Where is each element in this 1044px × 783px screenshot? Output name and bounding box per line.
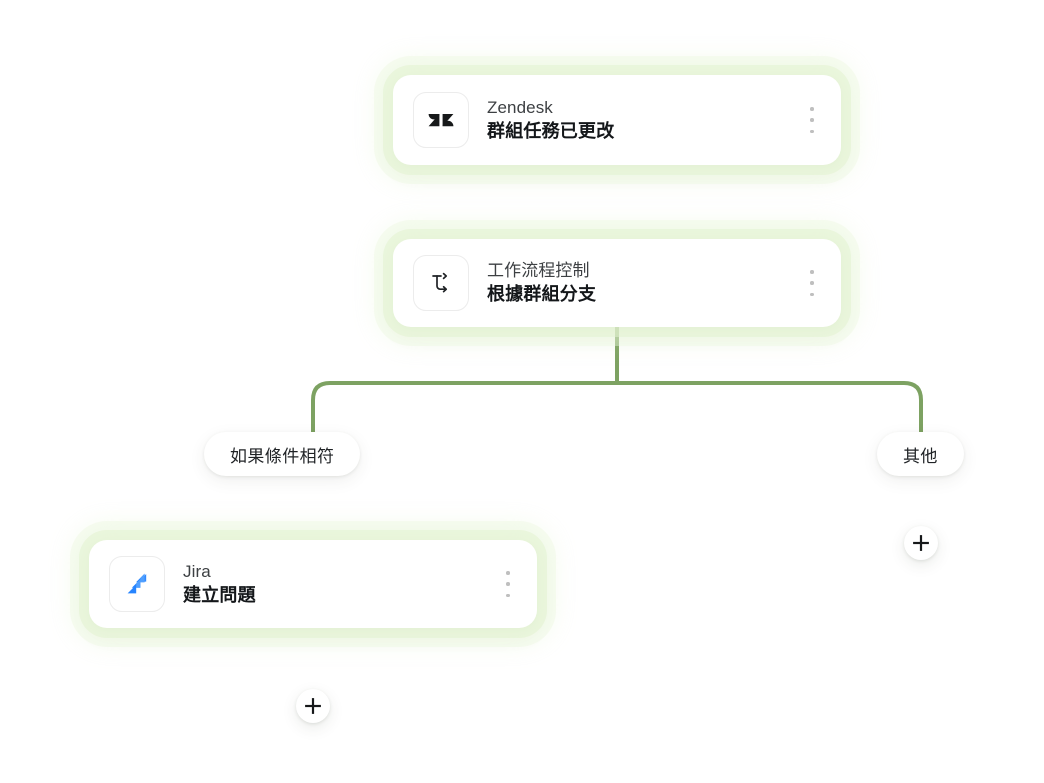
plus-icon bbox=[913, 535, 929, 551]
edge-split-bus bbox=[311, 381, 923, 457]
kebab-menu-icon[interactable] bbox=[801, 268, 823, 298]
plus-icon bbox=[305, 698, 321, 714]
node-text: Jira 建立問題 bbox=[183, 561, 487, 608]
jira-icon bbox=[109, 556, 165, 612]
branch-label-text: 其他 bbox=[903, 446, 938, 466]
zendesk-icon bbox=[413, 92, 469, 148]
node-action-name: 群組任務已更改 bbox=[487, 120, 615, 141]
node-workflow-control[interactable]: 工作流程控制 根據群組分支 bbox=[393, 239, 841, 327]
branch-label-text: 如果條件相符 bbox=[230, 446, 335, 466]
branch-label-else[interactable]: 其他 bbox=[877, 432, 964, 476]
node-jira-action[interactable]: Jira 建立問題 bbox=[89, 540, 537, 628]
node-zendesk-trigger[interactable]: Zendesk 群組任務已更改 bbox=[393, 75, 841, 165]
node-app-name: Jira bbox=[183, 561, 211, 581]
add-step-button-else[interactable] bbox=[904, 526, 938, 560]
node-action-name: 建立問題 bbox=[183, 584, 256, 605]
node-text: Zendesk 群組任務已更改 bbox=[487, 97, 791, 144]
kebab-menu-icon[interactable] bbox=[801, 105, 823, 135]
branch-arrow-icon bbox=[413, 255, 469, 311]
node-app-name: 工作流程控制 bbox=[487, 260, 590, 280]
add-step-button-if[interactable] bbox=[296, 689, 330, 723]
node-text: 工作流程控制 根據群組分支 bbox=[487, 260, 791, 307]
kebab-menu-icon[interactable] bbox=[497, 569, 519, 599]
branch-label-if[interactable]: 如果條件相符 bbox=[204, 432, 361, 476]
node-app-name: Zendesk bbox=[487, 97, 553, 117]
node-action-name: 根據群組分支 bbox=[487, 283, 597, 304]
